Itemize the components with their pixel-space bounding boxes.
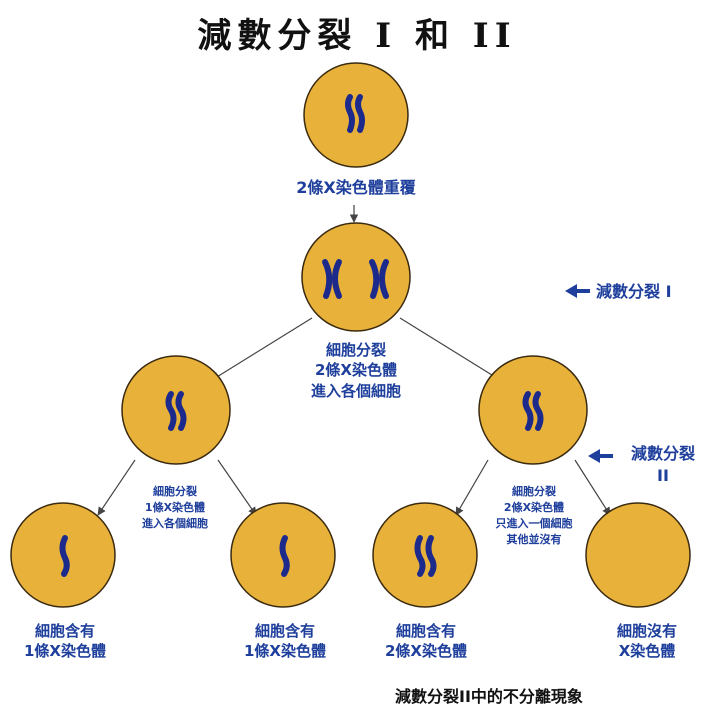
label-meiosis-2: 減數分裂 II [630,444,695,485]
arrow-left-to-bl1 [97,459,136,516]
cells [10,62,691,608]
page-title: 減數分裂 I 和 II [197,16,517,56]
arrow-right-to-br1 [455,459,489,516]
chromosome [165,391,177,431]
cell-bottom-3 [372,502,478,608]
chromosomes [59,94,544,577]
figure-caption: 減數分裂II中的不分離現象 [395,687,583,706]
chromosome [345,94,355,133]
label-bottom-4: 細胞沒有 X染色體 [616,622,677,661]
arrow-left-icon [588,449,613,463]
chromosome [355,94,365,133]
arrow-left-icon [565,284,590,298]
arrow-to-left-cell [211,317,313,381]
label-top-cell: 2條X染色體重覆 [296,178,416,197]
cell-bottom-4 [585,502,691,608]
label-bottom-3: 細胞含有 2條X染色體 [384,622,467,661]
label-meiosis-1: 減數分裂 I [596,282,672,301]
chromosome [379,259,389,299]
label-bottom-2: 細胞含有 1條X染色體 [243,622,326,661]
chromosome [59,535,70,577]
cell-left [121,355,231,465]
label-division-1: 細胞分裂 2條X染色體 進入各個細胞 [310,341,401,400]
chromosome [414,535,426,577]
chromosome [522,391,534,431]
arrow-left-to-bl2 [217,459,257,516]
chromosome [322,259,333,299]
arrow-to-right-cell [399,317,501,381]
chromosome [425,535,437,577]
chromosome [369,259,380,299]
cell-top [303,62,409,168]
chromosome [332,259,342,299]
stage-arrows [565,284,613,463]
arrows [97,205,611,516]
cell-meiosis1 [301,222,411,332]
label-division-right: 細胞分裂 2條X染色體 只進入一個細胞 其他並沒有 [495,485,573,546]
chromosome [175,391,187,431]
cell-right [478,355,588,465]
chromosome [279,535,290,577]
arrow-right-to-br2 [574,459,611,516]
label-bottom-1: 細胞含有 1條X染色體 [23,622,106,661]
label-division-left: 細胞分裂 1條X染色體 進入各個細胞 [142,485,208,530]
chromosome [532,391,544,431]
